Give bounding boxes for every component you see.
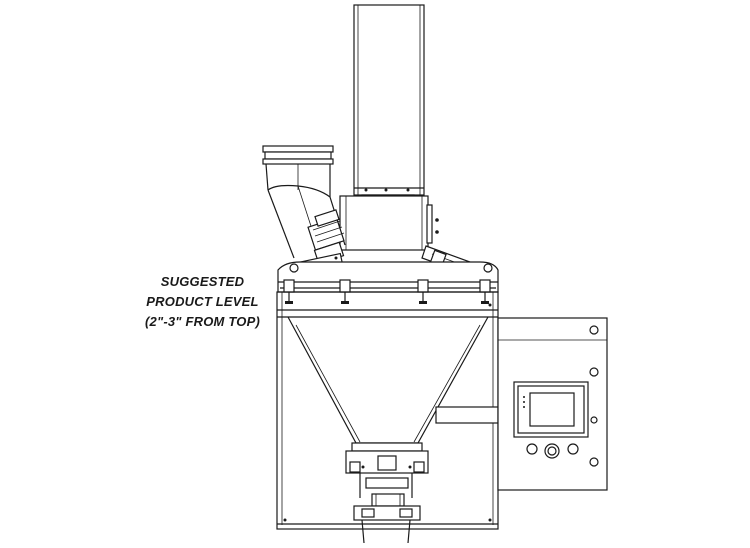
- auger-discharge: [345, 450, 429, 544]
- callout-line-1: SUGGESTED: [160, 274, 245, 289]
- angled-inlet-pipe: [262, 145, 346, 259]
- touchscreen-hmi: [513, 381, 589, 438]
- hopper-lid: [277, 261, 499, 304]
- chute-clamp: [339, 194, 439, 251]
- control-button-left: [526, 443, 538, 455]
- control-button-center-inner: [547, 446, 557, 456]
- product-level-callout: SUGGESTED PRODUCT LEVEL (2"-3" FROM TOP): [130, 272, 275, 332]
- side-bracket: [435, 406, 499, 424]
- callout-line-3: (2"-3" FROM TOP): [145, 314, 260, 329]
- control-button-right: [567, 443, 579, 455]
- upper-chute: [353, 4, 425, 196]
- callout-line-2: PRODUCT LEVEL: [146, 294, 259, 309]
- control-buttons: [526, 443, 579, 459]
- hopper-cone: [287, 316, 489, 452]
